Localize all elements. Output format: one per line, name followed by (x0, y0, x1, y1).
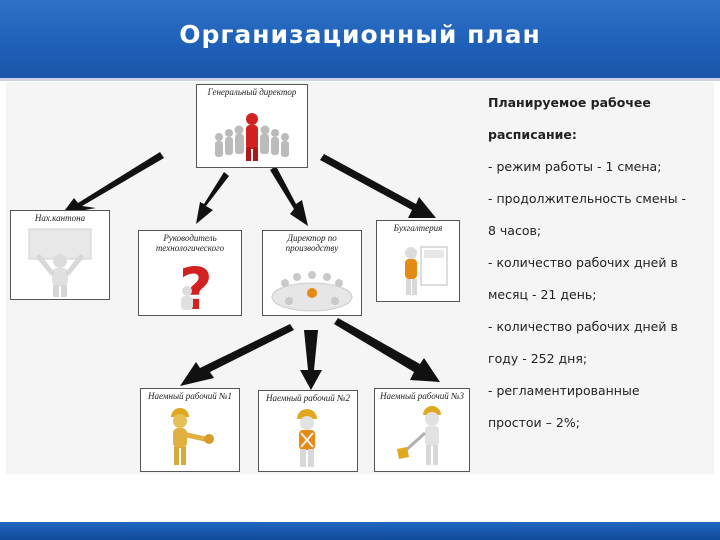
node-director-label: Генеральный директор (207, 87, 297, 97)
node-worker3: Наемный рабочий №3 (374, 388, 470, 472)
schedule-line: месяц - 21 день; (488, 287, 597, 302)
question-mark-icon: ? (179, 255, 213, 315)
arrow-to-tech (196, 172, 229, 224)
node-left-label: Нах.кантона (34, 213, 86, 223)
leader-crowd-icon (215, 113, 289, 161)
arrow-to-worker1 (180, 324, 294, 386)
calculator-person-icon (405, 246, 448, 295)
node-deputy: Директор по производству (262, 230, 362, 316)
person-holding-sign-icon (28, 228, 92, 297)
node-tech: Руководитель технологического ? (138, 230, 242, 316)
schedule-line: 8 часов; (488, 223, 542, 238)
arrow-to-worker2 (300, 330, 322, 390)
node-worker1: Наемный рабочий №1 (140, 388, 240, 472)
node-worker3-label: Наемный рабочий №3 (379, 391, 465, 401)
schedule-line: - количество рабочих дней в (488, 255, 678, 270)
node-left: Нах.кантона (10, 210, 110, 300)
slide-footer (0, 522, 720, 540)
node-director: Генеральный директор (196, 84, 308, 168)
schedule-line: - продолжительность смены - (488, 191, 687, 206)
schedule-line: простои – 2%; (488, 415, 580, 430)
node-deputy-label: Директор по производству (285, 233, 339, 253)
schedule-line: - регламентированные (488, 383, 640, 398)
slide-header: Организационный план (0, 0, 720, 81)
arrow-to-deputy (270, 166, 308, 226)
node-worker2-label: Наемный рабочий №2 (265, 393, 351, 403)
arrow-to-accountant (320, 154, 436, 218)
slide-title: Организационный план (179, 20, 541, 49)
worker-vest-icon (297, 409, 317, 467)
team-meeting-icon (271, 271, 353, 312)
node-worker2: Наемный рабочий №2 (258, 390, 358, 472)
schedule-heading-2: расписание: (488, 127, 577, 142)
schedule-line: году - 252 дня; (488, 351, 588, 366)
node-accountant-label: Бухгалтерия (393, 223, 443, 233)
schedule-text: Планируемое рабочее расписание: - режим … (488, 90, 708, 435)
node-tech-label: Руководитель технологического (155, 233, 225, 253)
schedule-heading-1: Планируемое рабочее (488, 95, 651, 110)
schedule-line: - количество рабочих дней в (488, 319, 678, 334)
arrow-to-left (62, 152, 164, 214)
worker-helmet-icon (171, 408, 214, 465)
node-accountant: Бухгалтерия (376, 220, 460, 302)
arrow-to-worker3 (334, 318, 440, 382)
worker-shovel-icon (397, 406, 441, 465)
schedule-line: - режим работы - 1 смена; (488, 159, 662, 174)
node-worker1-label: Наемный рабочий №1 (147, 391, 233, 401)
